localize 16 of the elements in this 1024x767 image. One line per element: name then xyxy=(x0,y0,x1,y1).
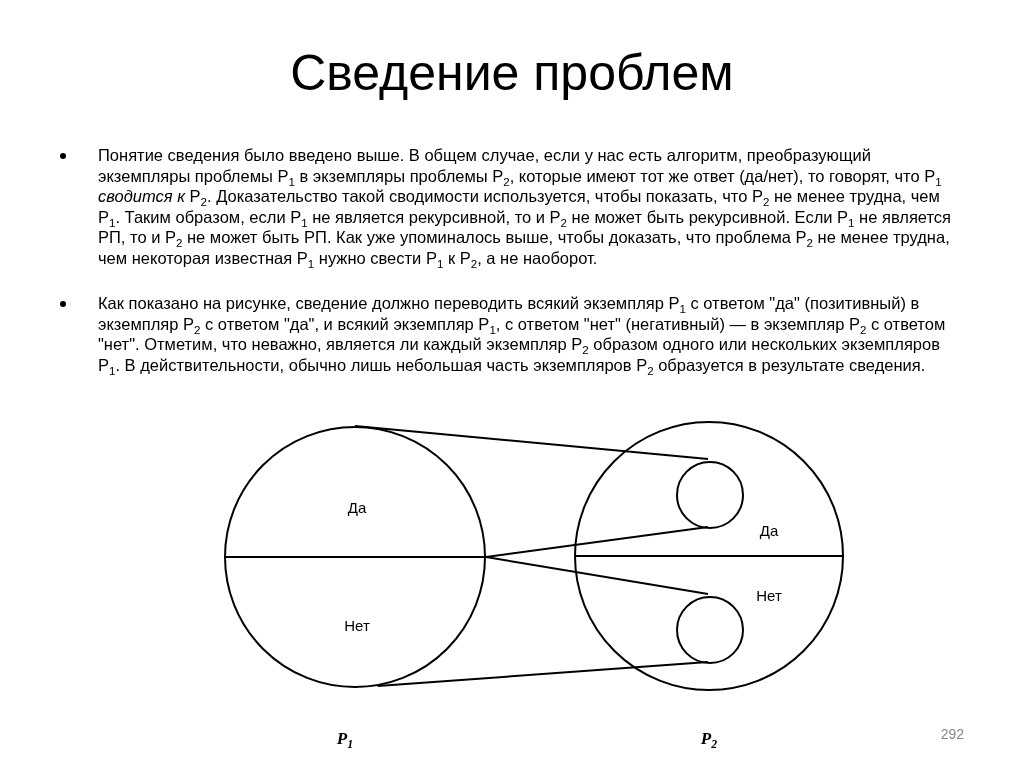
set-circle xyxy=(574,421,844,691)
mapping-line xyxy=(485,556,709,595)
set-circle xyxy=(224,426,486,688)
paragraph: Понятие сведения было введено выше. В общем случае, если у нас есть алгоритм, преобразующий экземпляры проблемы P$_{1}$ в экземпляры проблемы P$_{2}$, которые имеют тот же ответ (да/нет), то говорят, что P$_{1}$ сводится к P$_{2}$. Доказательство такой сводимости используется, чтобы показать, что P$_{2}$ не менее трудна, чем P$_{1}$. Таким образом, если P$_{1}$ не является рекурсивной, то и P$_{2}$ не может быть рекурсивной. Если P$_{1}$ не является РП, то и P$_{2}$ не может быть РП. Как уже упоминалось выше, чтобы доказать, что проблема P$_{2}$ не менее трудна, чем некоторая известная P$_{1}$ нужно свести P$_{1}$ к P$_{2}$, а не наоборот. xyxy=(98,145,953,268)
answer-label: Нет xyxy=(344,616,370,634)
slide-title: Сведение проблем xyxy=(289,44,735,102)
set-caption: P$_{2}$ xyxy=(700,729,718,749)
set-caption: P$_{1}$ xyxy=(336,729,354,749)
page-number: 292 xyxy=(940,726,964,742)
set-circle xyxy=(676,596,744,664)
set-circle xyxy=(676,461,744,529)
paragraph: Как показано на рисунке, сведение должно переводить всякий экземпляр P$_{1}$ с ответом "да" (позитивный) в экземпляр P$_{2}$ с ответом "да", и всякий экземпляр P$_{1}$, с ответом "нет" (негативный) — в экземпляр P$_{2}$ с ответом "нет". Отметим, что неважно, является ли каждый экземпляр P$_{2}$ образом одного или нескольких экземпляров P$_{1}$. В действительности, обычно лишь небольшая часть экземпляров P$_{2}$ образуется в результате сведения. xyxy=(98,293,947,375)
answer-label: Да xyxy=(759,521,779,539)
answer-label: Нет xyxy=(756,586,782,604)
mapping-line xyxy=(354,425,709,460)
answer-label: Да xyxy=(347,498,367,516)
